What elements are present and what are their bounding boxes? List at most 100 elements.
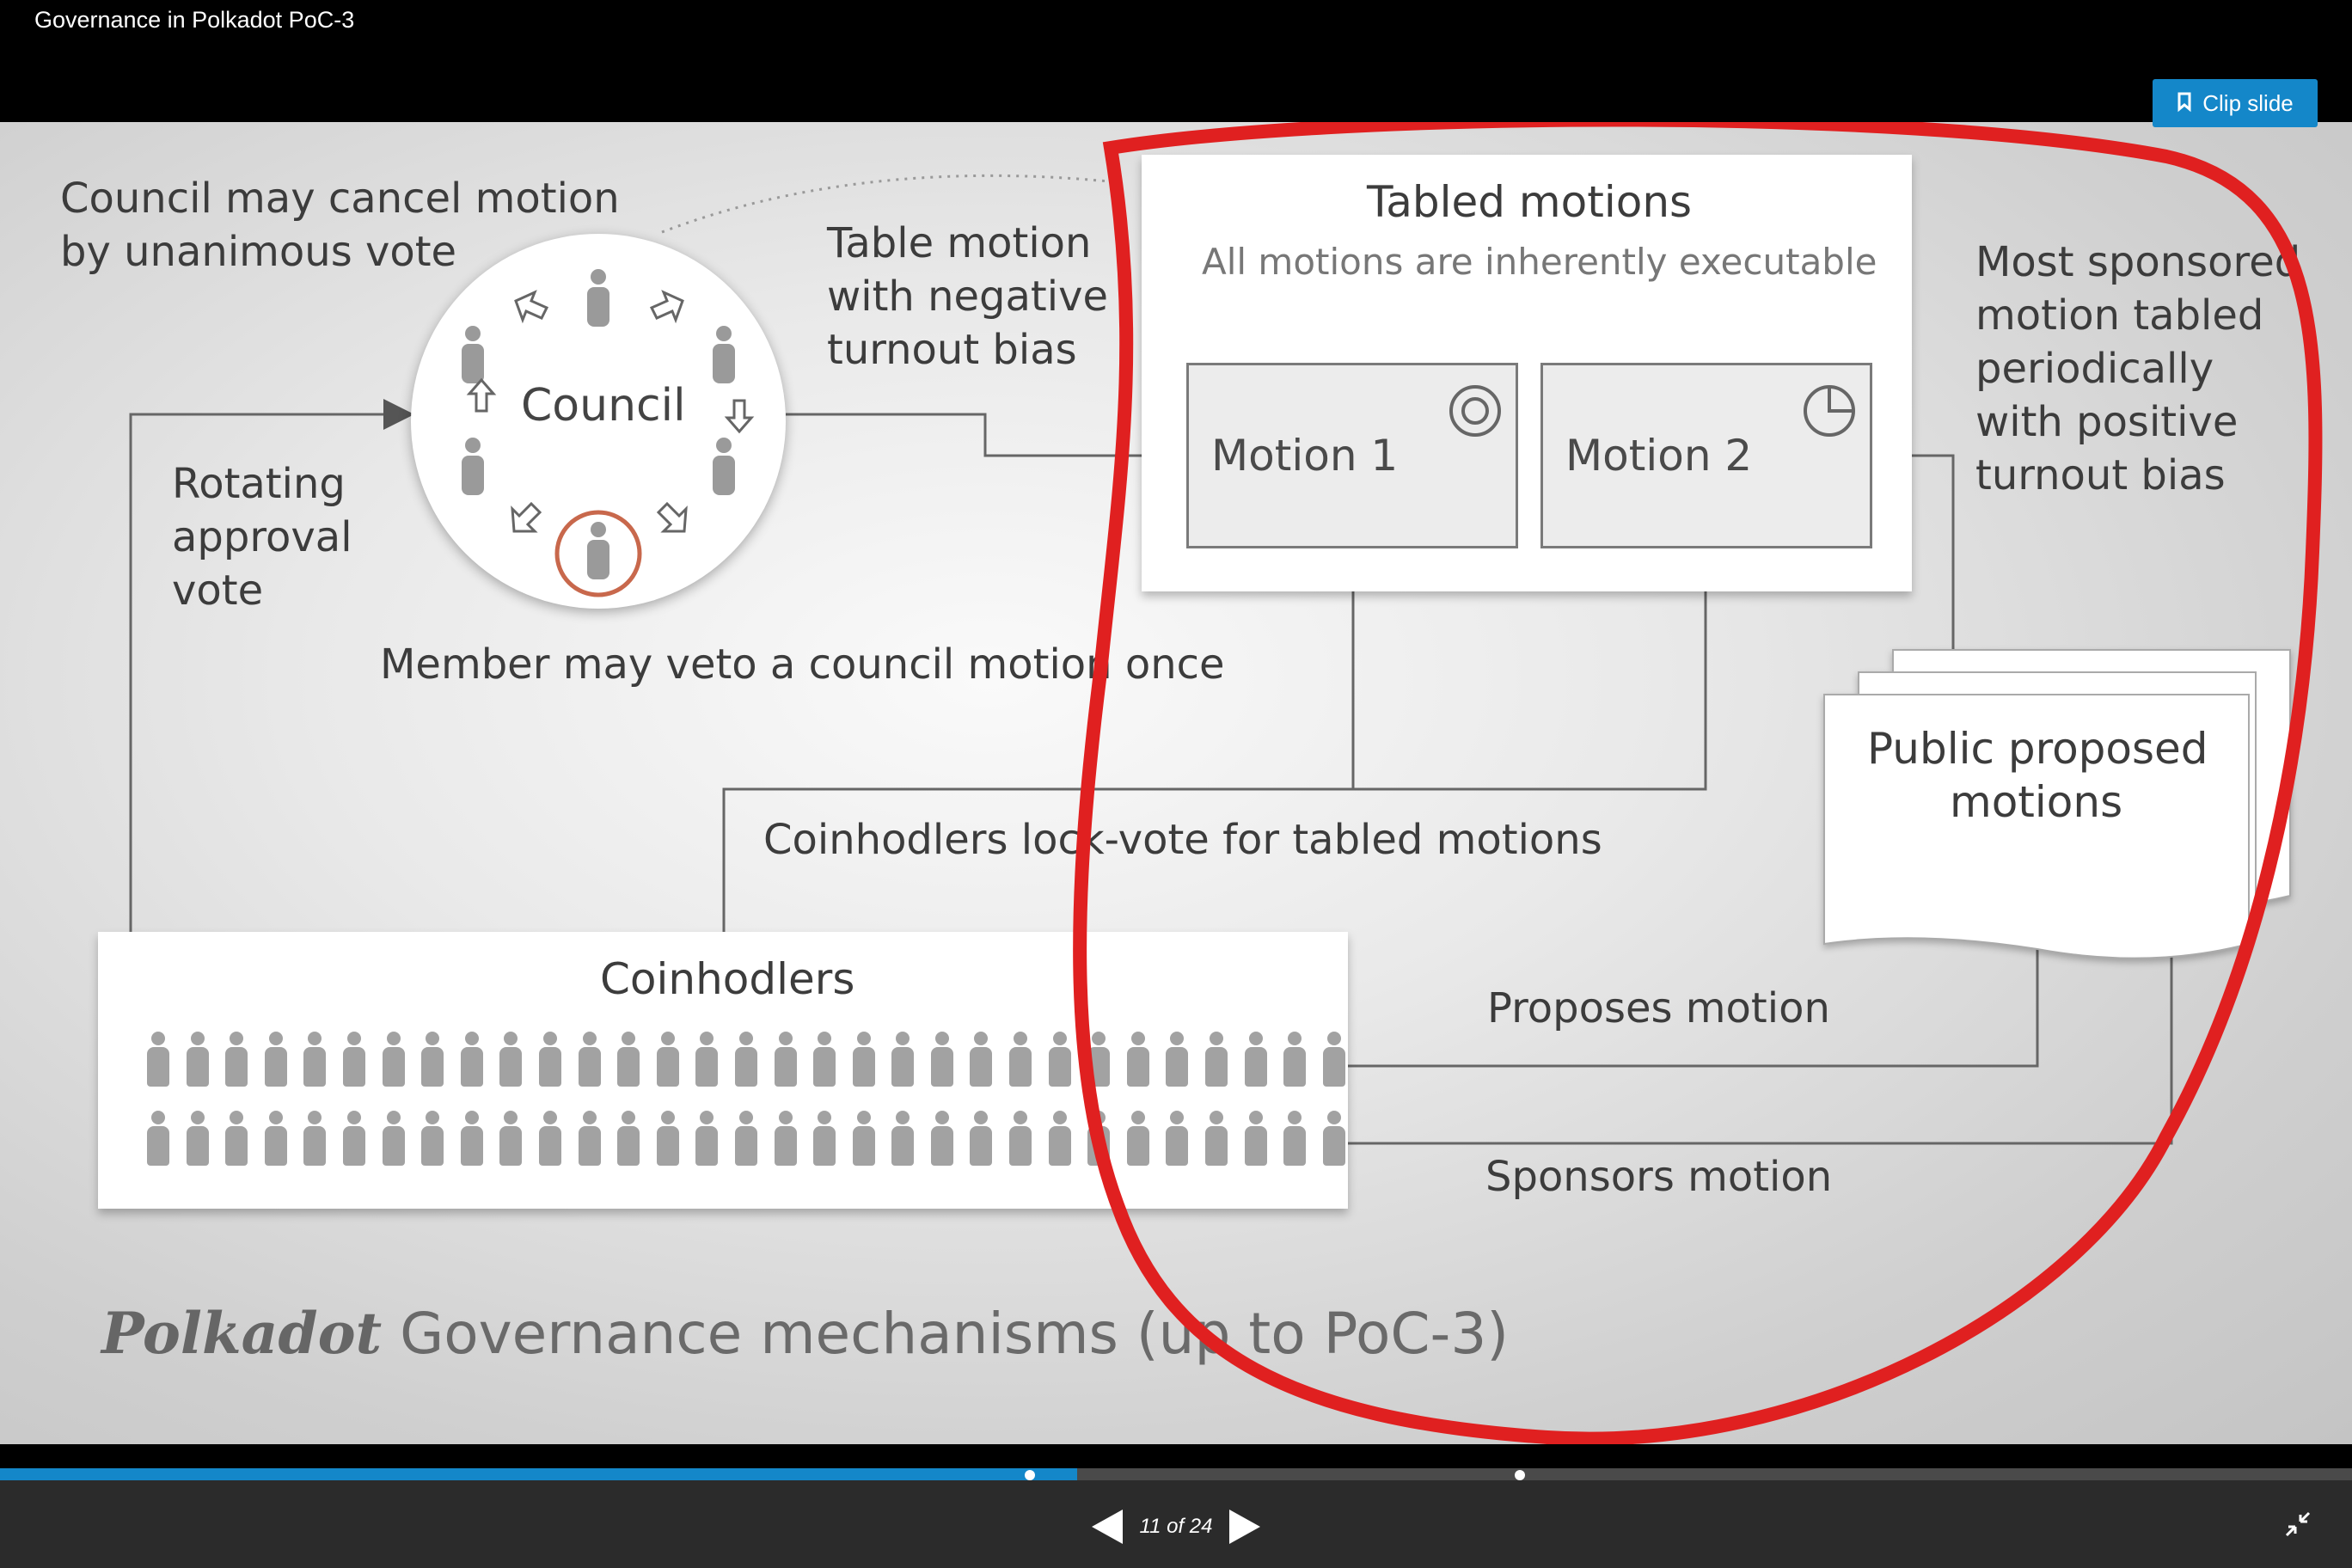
person-icon	[927, 1111, 958, 1166]
person-icon	[260, 1032, 291, 1087]
tabled-motions-title: Tabled motions	[1367, 177, 1693, 227]
person-icon	[691, 1032, 722, 1087]
person-icon	[378, 1032, 409, 1087]
person-icon	[1279, 1032, 1310, 1087]
sponsors-motion-label: Sponsors motion	[1485, 1153, 1833, 1201]
motion-1-box: Motion 1	[1186, 363, 1518, 548]
person-icon	[339, 1111, 370, 1166]
slide-footer-title: Polkadot Governance mechanisms (up to Po…	[101, 1300, 1509, 1367]
person-icon	[927, 1032, 958, 1087]
person-icon	[299, 1111, 330, 1166]
page-indicator: 11 of 24	[1139, 1515, 1213, 1538]
person-icon	[574, 1111, 605, 1166]
person-icon	[965, 1032, 996, 1087]
person-icon	[260, 1111, 291, 1166]
person-icon	[1123, 1032, 1154, 1087]
crowd-row	[143, 1111, 1345, 1166]
presentation-title: Governance in Polkadot PoC-3	[34, 7, 355, 33]
person-icon	[378, 1111, 409, 1166]
person-icon	[887, 1111, 918, 1166]
person-icon	[1201, 1032, 1232, 1087]
person-icon	[770, 1032, 801, 1087]
tabled-motions-subtitle: All motions are inherently executable	[1202, 241, 1877, 283]
person-icon	[299, 1032, 330, 1087]
person-icon	[1240, 1111, 1271, 1166]
person-icon	[809, 1111, 840, 1166]
person-icon	[221, 1111, 252, 1166]
person-icon	[809, 1032, 840, 1087]
most-sponsored-line-5: turnout bias	[1975, 451, 2226, 499]
person-icon	[1201, 1111, 1232, 1166]
person-icon	[613, 1032, 644, 1087]
proposes-motion-label: Proposes motion	[1487, 984, 1830, 1032]
person-icon	[652, 1111, 683, 1166]
person-icon	[417, 1032, 448, 1087]
person-icon	[1319, 1032, 1350, 1087]
table-motion-line-1: Table motion	[827, 219, 1092, 267]
slide-progress-bar[interactable]	[0, 1468, 2352, 1480]
pie-timer-icon	[1804, 385, 1855, 437]
clip-icon	[2177, 92, 2191, 113]
crowd-row	[143, 1032, 1345, 1087]
most-sponsored-line-1: Most sponsored	[1975, 238, 2301, 286]
person-icon	[456, 1032, 487, 1087]
person-icon	[535, 1032, 566, 1087]
table-motion-line-2: with negative	[827, 273, 1109, 321]
person-icon	[965, 1111, 996, 1166]
person-icon	[887, 1032, 918, 1087]
person-icon	[731, 1111, 762, 1166]
next-slide-icon[interactable]	[1229, 1510, 1260, 1544]
polkadot-wordmark: Polkadot	[101, 1300, 383, 1367]
person-icon	[535, 1111, 566, 1166]
person-icon	[1161, 1111, 1192, 1166]
person-icon	[1083, 1111, 1114, 1166]
footer-text: Governance mechanisms (up to PoC-3)	[382, 1301, 1510, 1367]
most-sponsored-line-2: motion tabled	[1975, 291, 2264, 340]
target-icon	[1449, 385, 1501, 437]
public-proposed-line-1: Public proposed	[1867, 724, 2208, 774]
public-proposed-line-2: motions	[1950, 777, 2123, 827]
person-icon	[339, 1032, 370, 1087]
person-icon	[848, 1032, 879, 1087]
progress-marker[interactable]	[1515, 1470, 1525, 1480]
person-icon	[221, 1032, 252, 1087]
person-icon	[1005, 1111, 1036, 1166]
exit-fullscreen-icon[interactable]	[2283, 1510, 2312, 1539]
person-icon	[1044, 1032, 1075, 1087]
motion-2-box: Motion 2	[1540, 363, 1872, 548]
progress-marker[interactable]	[1025, 1470, 1035, 1480]
person-icon	[495, 1111, 526, 1166]
person-icon	[731, 1032, 762, 1087]
person-icon	[1240, 1032, 1271, 1087]
player-controls	[0, 1480, 2352, 1568]
council-cancel-line-2: by unanimous vote	[60, 228, 457, 276]
council-icons	[462, 269, 755, 597]
member-veto-label: Member may veto a council motion once	[380, 640, 1225, 689]
previous-slide-icon[interactable]	[1092, 1510, 1123, 1544]
rotating-vote-line-2: approval	[172, 513, 352, 561]
lock-vote-label: Coinhodlers lock-vote for tabled motions	[763, 816, 1602, 864]
person-icon	[848, 1111, 879, 1166]
clip-slide-label: Clip slide	[2202, 89, 2294, 116]
person-icon	[652, 1032, 683, 1087]
rotating-vote-line-3: vote	[172, 567, 264, 615]
slide-canvas: Council may cancel motion by unanimous v…	[0, 122, 2352, 1444]
person-icon	[143, 1032, 174, 1087]
coinhodlers-title: Coinhodlers	[600, 954, 855, 1004]
person-icon	[417, 1111, 448, 1166]
person-icon	[182, 1032, 213, 1087]
person-icon	[691, 1111, 722, 1166]
person-icon	[1161, 1032, 1192, 1087]
top-bar: Governance in Polkadot PoC-3	[0, 0, 2352, 122]
person-icon	[1044, 1111, 1075, 1166]
table-motion-line-3: turnout bias	[827, 326, 1077, 374]
clip-slide-button[interactable]: Clip slide	[2153, 79, 2318, 127]
person-icon	[143, 1111, 174, 1166]
most-sponsored-line-3: periodically	[1975, 345, 2214, 393]
motion-1-label: Motion 1	[1211, 431, 1399, 481]
coinhodlers-crowd	[143, 1032, 1345, 1190]
motion-2-label: Motion 2	[1565, 431, 1753, 481]
council-cancel-line-1: Council may cancel motion	[60, 175, 620, 223]
rotating-vote-line-1: Rotating	[172, 460, 346, 508]
person-icon	[770, 1111, 801, 1166]
